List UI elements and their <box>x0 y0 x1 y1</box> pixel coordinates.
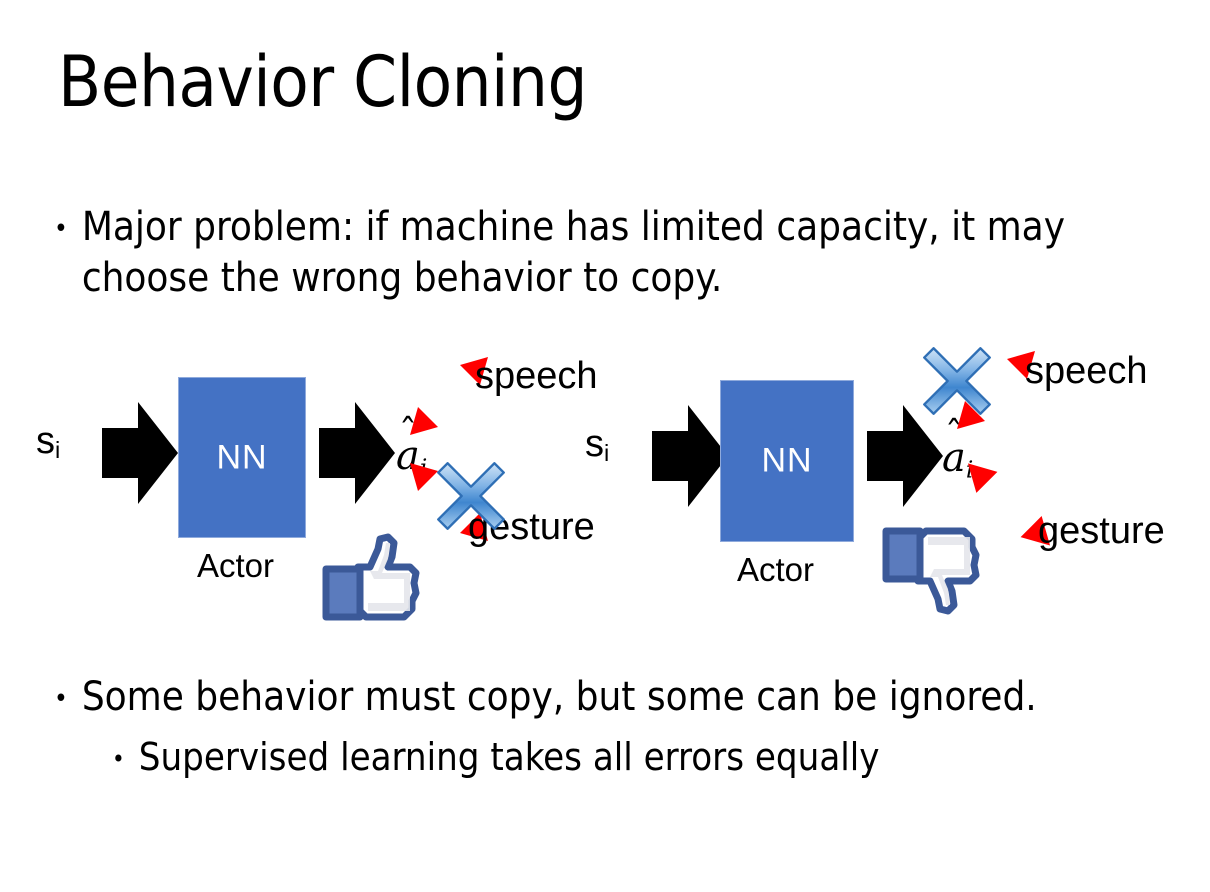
bullet-marker-icon: • <box>54 214 68 244</box>
bullet-marker-icon: • <box>112 745 125 773</box>
diagram-bad-case: si NN Actor ai speech <box>560 335 1210 635</box>
bullet-item-2: • Some behavior must copy, but some can … <box>54 672 1154 722</box>
bullet-text-2: Some behavior must copy, but some can be… <box>81 674 1037 720</box>
nn-box-label-right: NN <box>761 441 813 480</box>
branch-label-speech-left: speech <box>475 355 598 397</box>
input-block-arrow-icon-right <box>652 405 728 507</box>
thumbs-up-icon <box>322 533 420 621</box>
nn-box-label-left: NN <box>216 438 268 476</box>
branch-label-speech-right: speech <box>1025 350 1148 392</box>
bullet-text-3: Supervised learning takes all errors equ… <box>138 735 880 779</box>
branch-label-gesture-right: gesture <box>1038 510 1165 552</box>
bullet-item-1: • Major problem: if machine has limited … <box>54 202 1114 304</box>
nn-box-right: NN <box>720 380 854 542</box>
blue-x-cross-icon-right <box>923 347 991 415</box>
output-block-arrow-icon-right <box>867 405 943 507</box>
bullet-marker-icon: • <box>54 684 68 714</box>
actor-caption-right: Actor <box>737 551 815 588</box>
red-double-arrow-speech-left <box>410 357 488 435</box>
nn-box-left: NN <box>178 377 306 538</box>
red-double-arrow-gesture-left <box>410 463 488 541</box>
output-action-label-right: ai <box>942 435 973 483</box>
red-double-arrow-gesture-right <box>967 463 1051 546</box>
bullet-item-3: • Supervised learning takes all errors e… <box>112 734 1162 782</box>
bullet-text-1: Major problem: if machine has limited ca… <box>81 204 1066 302</box>
actor-caption-left: Actor <box>197 547 275 584</box>
diagram-good-case: si NN Actor ai speech <box>0 335 620 635</box>
input-state-label-right: si <box>585 423 610 467</box>
page-title: Behavior Cloning <box>58 41 587 123</box>
input-state-label-left: si <box>36 420 61 464</box>
blue-x-cross-icon-left <box>437 462 505 530</box>
red-double-arrow-speech-right <box>957 351 1035 429</box>
output-block-arrow-icon-left <box>319 402 395 504</box>
input-block-arrow-icon-left <box>102 402 178 504</box>
thumbs-down-icon <box>882 527 980 615</box>
